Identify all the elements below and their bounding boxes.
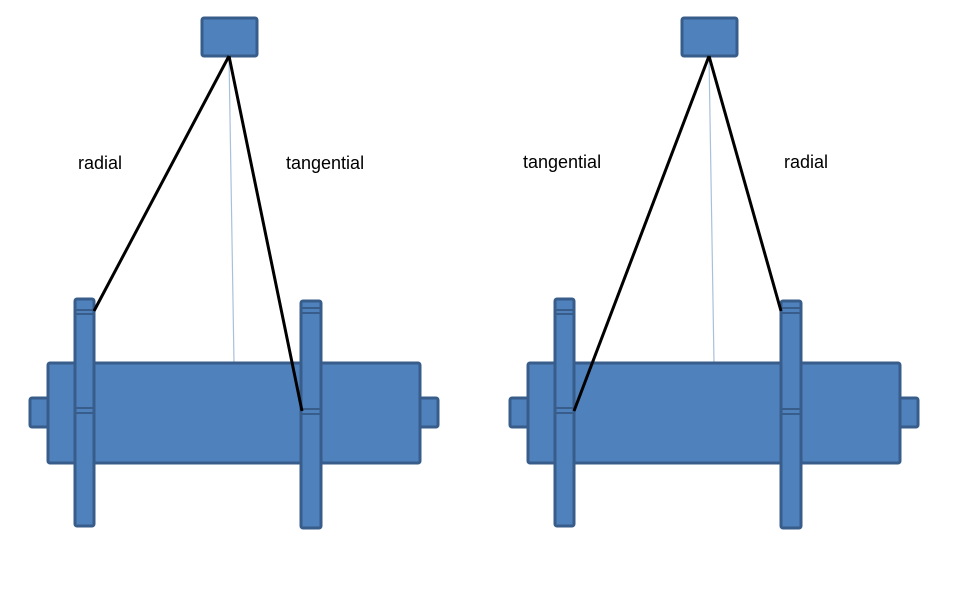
hub-body — [46, 361, 422, 465]
flange-grooves — [555, 307, 801, 415]
hub-body — [526, 361, 902, 465]
hub-diagram-left — [28, 16, 440, 530]
label-radial-left: radial — [78, 153, 123, 173]
tangential-spoke — [572, 55, 711, 412]
hub-diagram-right — [508, 16, 920, 530]
label-tangential-right: tangential — [523, 152, 602, 172]
tangential-spoke — [227, 55, 304, 412]
label-tangential-left: tangential — [286, 153, 365, 173]
label-radial-right: radial — [784, 152, 829, 172]
flange-grooves — [75, 307, 321, 415]
vertical-guide-line — [228, 55, 235, 364]
rim-anchor-box — [200, 16, 259, 58]
vertical-guide-line — [708, 55, 715, 364]
rim-anchor-box — [680, 16, 739, 58]
radial-spoke — [92, 55, 231, 312]
radial-spoke — [707, 55, 783, 312]
